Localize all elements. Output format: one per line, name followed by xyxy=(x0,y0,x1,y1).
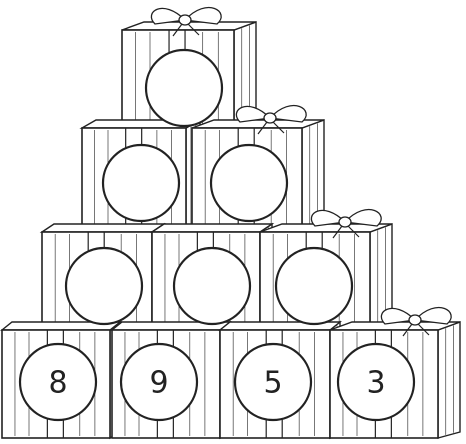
number-cell xyxy=(146,50,222,126)
cell-value: 8 xyxy=(48,366,67,401)
number-circle xyxy=(103,145,179,221)
cell-value: 3 xyxy=(366,366,385,401)
number-cell xyxy=(103,145,179,221)
number-circle xyxy=(66,248,142,324)
number-circle xyxy=(174,248,250,324)
number-cell: 5 xyxy=(235,344,311,420)
number-circle xyxy=(276,248,352,324)
number-circle xyxy=(146,50,222,126)
cell-value: 5 xyxy=(263,366,282,401)
number-cell: 9 xyxy=(121,344,197,420)
number-cell xyxy=(276,248,352,324)
number-cell xyxy=(211,145,287,221)
number-cell: 8 xyxy=(20,344,96,420)
number-cell: 3 xyxy=(338,344,414,420)
number-cell xyxy=(66,248,142,324)
number-cell xyxy=(174,248,250,324)
cell-value: 9 xyxy=(149,366,168,401)
number-circle xyxy=(211,145,287,221)
